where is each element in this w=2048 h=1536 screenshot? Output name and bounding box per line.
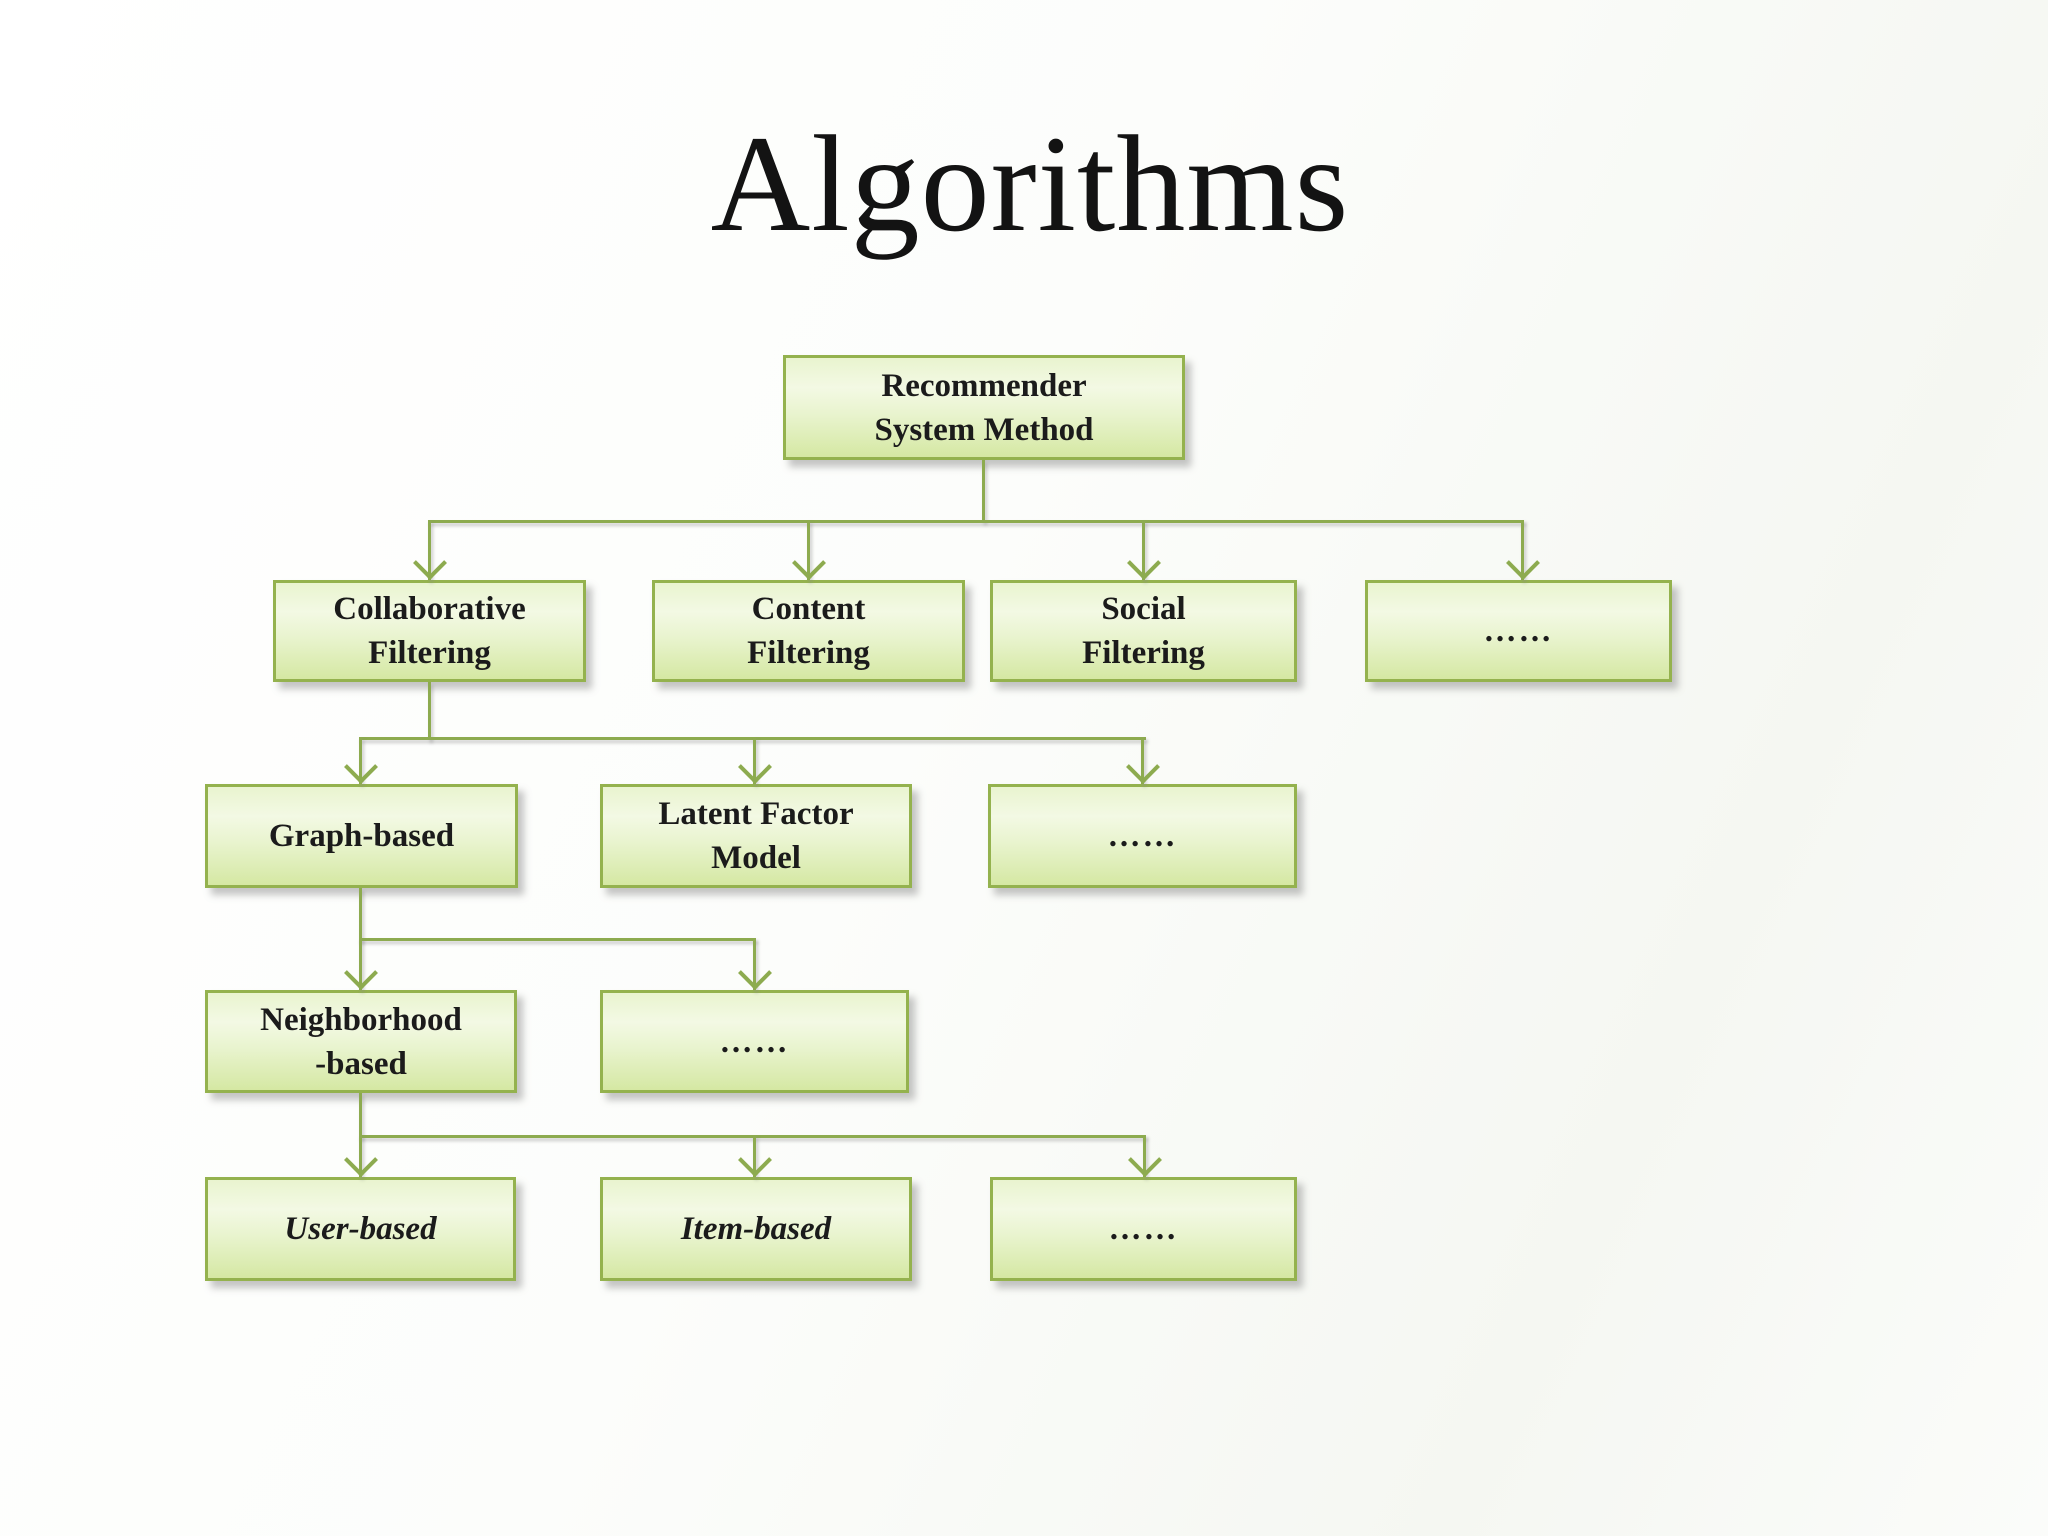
node-label: User-based — [284, 1211, 437, 1247]
arrow-down-icon — [738, 1143, 772, 1177]
arrow-down-icon — [738, 750, 772, 784]
node-label: Item-based — [680, 1211, 832, 1247]
node-label: …… — [1483, 613, 1554, 649]
connector-neighborhood-stub — [359, 1093, 362, 1138]
connector-drop-collaborative — [428, 520, 431, 580]
arrow-down-icon — [1126, 750, 1160, 784]
connector-row2-rail — [428, 520, 1524, 523]
arrow-down-icon — [1127, 546, 1161, 580]
connector-drop-graph — [359, 737, 362, 784]
node-label: Neighborhood -based — [260, 1001, 462, 1082]
connector-drop-row4-ellipsis — [753, 938, 756, 990]
arrow-down-icon — [1506, 546, 1540, 580]
connector-row3-rail — [359, 737, 1146, 740]
connector-drop-row5-ellipsis — [1143, 1135, 1146, 1177]
node-label: Social Filtering — [1082, 591, 1205, 671]
arrow-down-icon — [792, 546, 826, 580]
connector-drop-neighborhood — [359, 938, 362, 990]
connector-drop-row2-ellipsis — [1521, 520, 1524, 580]
arrow-down-icon — [413, 546, 447, 580]
node-label: …… — [719, 1023, 790, 1060]
node-row3-ellipsis: …… — [988, 784, 1297, 888]
node-label: Latent Factor Model — [658, 796, 854, 876]
arrow-down-icon — [344, 750, 378, 784]
node-latent-factor-model: Latent Factor Model — [600, 784, 912, 888]
node-row2-ellipsis: …… — [1365, 580, 1672, 682]
connector-drop-user — [359, 1135, 362, 1177]
node-item-based: Item-based — [600, 1177, 912, 1281]
connector-root-stub — [982, 460, 985, 522]
connector-graph-stub — [359, 888, 362, 941]
node-row4-ellipsis: …… — [600, 990, 909, 1093]
node-recommender-system-method: Recommender System Method — [783, 355, 1185, 460]
node-graph-based: Graph-based — [205, 784, 518, 888]
node-label: Content Filtering — [747, 591, 870, 671]
arrow-down-icon — [1128, 1143, 1162, 1177]
node-user-based: User-based — [205, 1177, 516, 1281]
arrow-down-icon — [738, 956, 772, 990]
connector-drop-content — [807, 520, 810, 580]
node-content-filtering: Content Filtering — [652, 580, 965, 682]
arrow-down-icon — [344, 956, 378, 990]
node-label: Collaborative Filtering — [333, 591, 526, 671]
connector-drop-item — [753, 1135, 756, 1177]
node-row5-ellipsis: …… — [990, 1177, 1297, 1281]
node-label: Graph-based — [268, 818, 455, 854]
connector-collaborative-stub — [428, 682, 431, 740]
node-social-filtering: Social Filtering — [990, 580, 1297, 682]
connector-drop-social — [1142, 520, 1145, 580]
node-neighborhood-based: Neighborhood -based — [205, 990, 517, 1093]
arrow-down-icon — [344, 1143, 378, 1177]
connector-drop-row3-ellipsis — [1141, 737, 1144, 784]
connector-drop-latent — [753, 737, 756, 784]
node-label: …… — [1108, 1211, 1179, 1247]
node-label: Recommender System Method — [874, 367, 1094, 448]
connector-row5-rail — [359, 1135, 1146, 1138]
node-label: …… — [1107, 818, 1178, 854]
slide-title: Algorithms — [710, 107, 1350, 260]
node-collaborative-filtering: Collaborative Filtering — [273, 580, 586, 682]
connector-row4-rail — [359, 938, 756, 941]
